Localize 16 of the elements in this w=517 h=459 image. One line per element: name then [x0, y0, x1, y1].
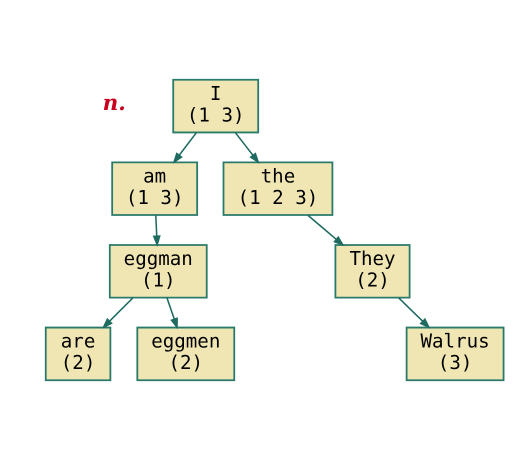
node-box: eggmen (2) [136, 326, 236, 381]
node-box: eggman (1) [108, 244, 208, 298]
arrow [234, 132, 260, 164]
arrow [102, 296, 134, 328]
arrow [172, 132, 198, 164]
arrow [152, 214, 161, 246]
node-box: the (1 2 3) [222, 160, 334, 216]
node-box: are (2) [44, 326, 112, 381]
node-box: Walrus (3) [406, 326, 504, 381]
node-box: I (1 3) [172, 78, 260, 133]
label: n. [102, 90, 126, 116]
node-box: am (1 3) [111, 160, 198, 216]
arrow [307, 214, 345, 246]
node-box: They (2) [334, 244, 410, 298]
arrow [166, 297, 178, 329]
arrow [398, 296, 431, 328]
